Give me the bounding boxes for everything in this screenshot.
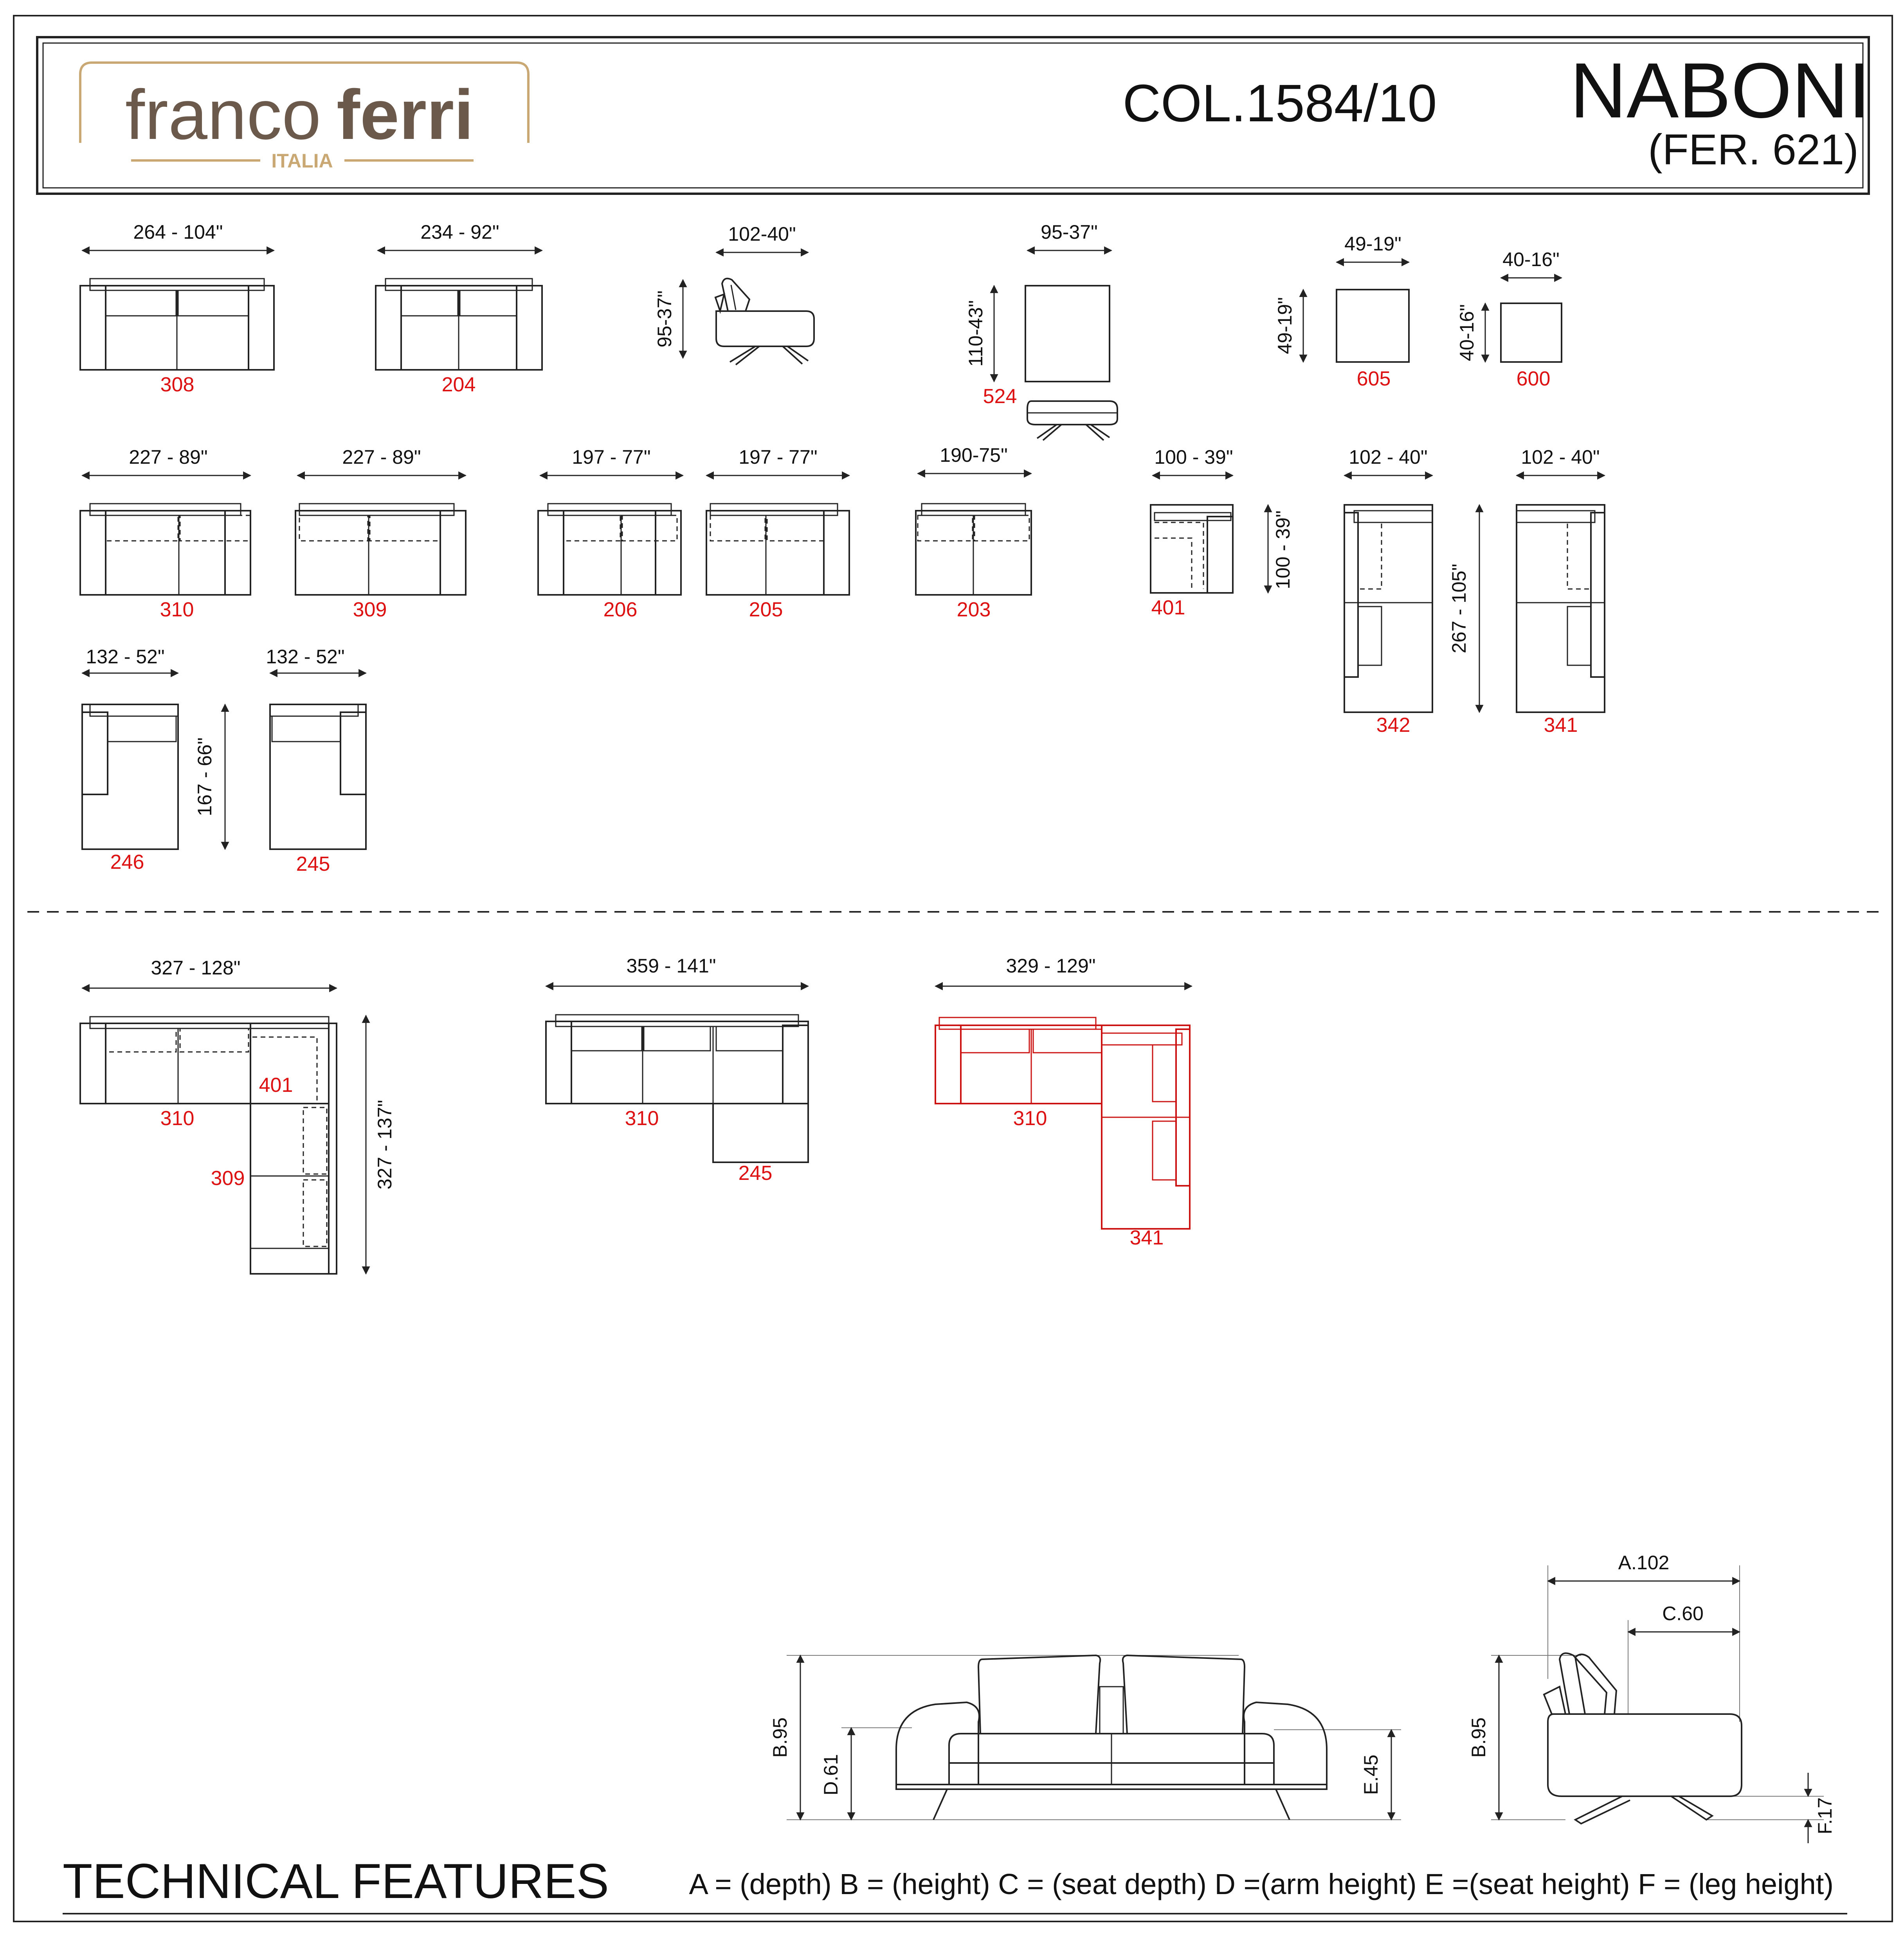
front-height: B.95 — [769, 1718, 791, 1758]
front-arm-height: D.61 — [820, 1754, 842, 1795]
dim-width: 132 - 52" — [86, 646, 164, 668]
module-code: 205 — [749, 598, 783, 621]
composition-3: 329 - 129" 310 341 — [934, 955, 1193, 1249]
dim-depth: 110-43" — [965, 300, 987, 367]
dim-depth: 49-19" — [1274, 297, 1296, 354]
module-309: 227 - 89" 309 — [295, 446, 467, 621]
dim-width: 132 - 52" — [266, 646, 344, 668]
module-342: 102 - 40" 342 — [1343, 446, 1434, 737]
dim-width: 100 - 39" — [1154, 446, 1233, 468]
module-code: 600 — [1517, 367, 1551, 390]
module-code: 245 — [739, 1162, 773, 1185]
module-524: 95-37" 110-43" 524 — [965, 221, 1118, 441]
module-code: 309 — [353, 598, 387, 621]
brand-name-light: franco — [125, 76, 321, 154]
module-code: 342 — [1376, 714, 1410, 737]
module-245: 132 - 52" 245 — [266, 646, 367, 875]
module-code: 309 — [211, 1167, 245, 1190]
module-code: 245 — [296, 853, 330, 875]
module-600: 40-16" 40-16" 600 — [1456, 249, 1563, 390]
dim-width: 359 - 141" — [626, 955, 716, 977]
page-frame — [13, 15, 1893, 1922]
module-code: 605 — [1357, 367, 1391, 390]
module-code: 341 — [1130, 1226, 1164, 1249]
side-view: A.102 C.60 B.95 F.17 — [1468, 1552, 1836, 1843]
dim-label: 227 - 89" — [342, 446, 421, 468]
module-204: 234 - 92" 204 — [375, 221, 543, 396]
collection-code: COL.1584/10 — [1122, 74, 1437, 133]
header: franco ferri ITALIA COL.1584/10 NABONI (… — [36, 36, 1870, 195]
dim-label: 197 - 77" — [739, 446, 817, 468]
module-code: 310 — [1013, 1107, 1047, 1130]
dim-depth: 100 - 39" — [1272, 510, 1294, 589]
module-401: 100 - 39" 100 - 39" 401 — [1150, 446, 1294, 619]
front-view: B.95 D.61 E.45 — [769, 1654, 1401, 1821]
module-code: 310 — [625, 1107, 659, 1130]
module-code: 401 — [259, 1074, 293, 1097]
dim-width: 49-19" — [1344, 233, 1401, 255]
dim-width: 102-40" — [728, 223, 796, 245]
module-code: 341 — [1544, 714, 1578, 737]
technical-legend-text: A = (depth) B = (height) C = (seat depth… — [689, 1868, 1834, 1900]
dim-label: 190-75" — [940, 444, 1007, 466]
composition-1: 327 - 128" 327 - 137" 310 401 309 — [79, 957, 396, 1275]
module-341: 102 - 40" 341 — [1515, 446, 1606, 737]
technical-title: TECHNICAL FEATURES — [63, 1854, 609, 1909]
module-code: 310 — [160, 1107, 195, 1130]
technical-legend: TECHNICAL FEATURES A = (depth) B = (heig… — [63, 1854, 1847, 1914]
module-205: 197 - 77" 205 — [705, 446, 850, 621]
dim-depth: 40-16" — [1456, 304, 1478, 361]
module-code: 401 — [1151, 596, 1185, 619]
module-code: 310 — [160, 598, 194, 621]
brand-sub: ITALIA — [271, 150, 333, 172]
dim-label: 227 - 89" — [129, 446, 207, 468]
dim-depth: 327 - 137" — [374, 1100, 396, 1189]
dim-label: 264 - 104" — [133, 221, 223, 243]
model-reference: (FER. 621) — [1648, 126, 1859, 174]
side-height: B.95 — [1468, 1718, 1490, 1758]
chaise-small-depth-label: 167 - 66" — [194, 737, 216, 816]
module-code: 206 — [603, 598, 638, 621]
dim-width: 40-16" — [1502, 249, 1560, 270]
dim-width: 329 - 129" — [1006, 955, 1095, 977]
module-206: 197 - 77" 206 — [537, 446, 684, 621]
module-246: 132 - 52" 246 — [81, 646, 179, 873]
armchair-side-view: 102-40" 95-37" — [654, 223, 815, 366]
front-seat-height: E.45 — [1360, 1755, 1382, 1795]
composition-2: 359 - 141" 310 245 — [545, 955, 809, 1185]
dim-label: 197 - 77" — [572, 446, 650, 468]
module-code: 204 — [442, 373, 476, 396]
model-name: NABONI — [1570, 47, 1870, 134]
dim-width: 95-37" — [1041, 221, 1098, 243]
dim-height: 95-37" — [654, 290, 675, 348]
module-code: 246 — [110, 851, 144, 873]
module-code: 203 — [957, 598, 991, 621]
side-leg-height: F.17 — [1814, 1797, 1836, 1835]
module-605: 49-19" 49-19" 605 — [1274, 233, 1410, 390]
dim-width: 327 - 128" — [151, 957, 240, 979]
module-code: 308 — [160, 373, 195, 396]
side-seat-depth: C.60 — [1662, 1603, 1704, 1624]
module-code: 524 — [983, 385, 1017, 408]
dim-width: 102 - 40" — [1521, 446, 1600, 468]
brand-name-bold: ferri — [337, 76, 474, 154]
module-308: 264 - 104" 308 — [79, 221, 275, 396]
side-depth: A.102 — [1618, 1552, 1670, 1574]
brand-logo: franco ferri ITALIA — [79, 61, 530, 172]
chaise-depth-label: 267 - 105" — [1448, 564, 1470, 653]
dim-width: 102 - 40" — [1349, 446, 1427, 468]
dim-label: 234 - 92" — [420, 221, 499, 243]
module-310: 227 - 89" 310 — [79, 446, 252, 621]
module-203: 190-75" 203 — [915, 444, 1032, 621]
